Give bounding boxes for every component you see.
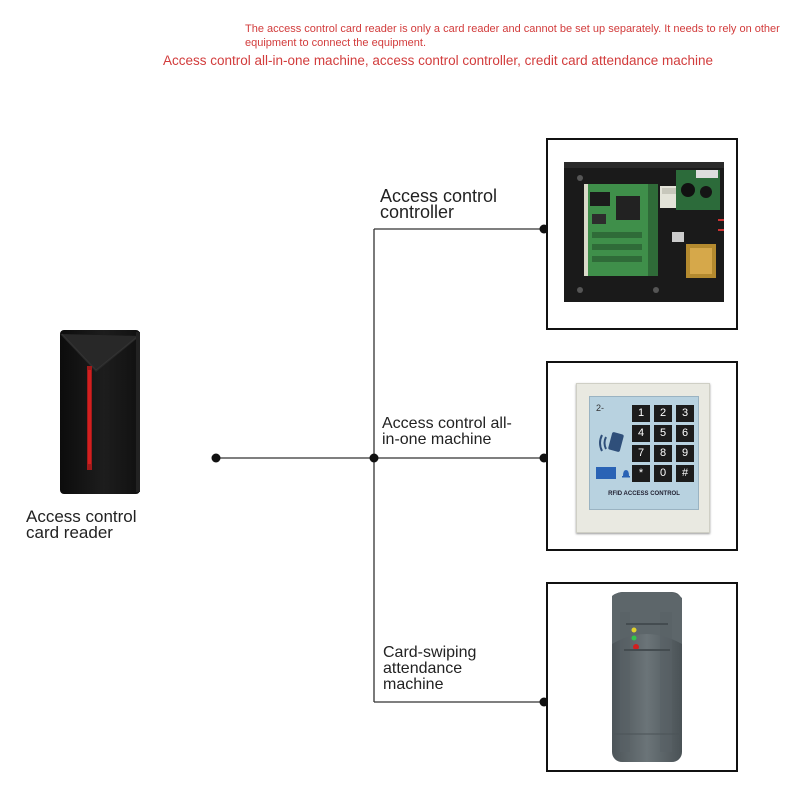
key-4[interactable]: 4	[632, 425, 650, 442]
header-note: The access control card reader is only a…	[245, 23, 780, 49]
key-8[interactable]: 8	[654, 445, 672, 462]
key-hash[interactable]: #	[676, 465, 694, 482]
all-in-one-label-line1: Access control all-	[382, 415, 512, 432]
key-0[interactable]: 0	[654, 465, 672, 482]
junction-node	[369, 453, 379, 463]
controller-label-line2: controller	[380, 202, 455, 222]
key-5[interactable]: 5	[654, 425, 672, 442]
controller-board-image	[564, 162, 724, 302]
controller-label-line1: Access control	[380, 186, 498, 206]
rfid-wave-icon	[599, 432, 624, 452]
all-in-one-label: Access control all- in-one machine	[382, 416, 512, 448]
keypad-brand-text: RFID ACCESS CONTROL	[608, 491, 680, 497]
key-star[interactable]: *	[632, 465, 650, 482]
controller-label: Access control controller	[380, 186, 498, 222]
source-node	[211, 453, 221, 463]
keypad-face: 2- 1 2 3 4 5 6 7 8 9 * 0	[589, 396, 699, 510]
keypad-grid: 1 2 3 4 5 6 7 8 9 * 0 #	[632, 405, 694, 485]
door-bell-icon	[622, 470, 630, 478]
attendance-label-line3: machine	[383, 676, 444, 693]
key-9[interactable]: 9	[676, 445, 694, 462]
all-in-one-panel: 2- 1 2 3 4 5 6 7 8 9 * 0	[546, 361, 738, 551]
header-devices-list: Access control all-in-one machine, acces…	[163, 53, 714, 68]
keypad-bezel: 2- 1 2 3 4 5 6 7 8 9 * 0	[576, 383, 710, 533]
source-label-line2: card reader	[26, 523, 113, 542]
card-reader-image	[60, 330, 140, 494]
controller-panel	[546, 138, 738, 330]
keypad-model-text: 2-	[596, 403, 605, 413]
key-1[interactable]: 1	[632, 405, 650, 422]
attendance-panel	[546, 582, 738, 772]
key-2[interactable]: 2	[654, 405, 672, 422]
source-label: Access control card reader	[26, 507, 137, 542]
all-in-one-label-line2: in-one machine	[382, 431, 492, 448]
attendance-label-line2: attendance	[383, 660, 463, 677]
source-label-line1: Access control	[26, 507, 137, 526]
attendance-label: Card-swiping attendance machine	[383, 645, 476, 693]
key-6[interactable]: 6	[676, 425, 694, 442]
attendance-label-line1: Card-swiping	[383, 644, 477, 661]
key-3[interactable]: 3	[676, 405, 694, 422]
attendance-reader-image	[612, 592, 682, 762]
key-7[interactable]: 7	[632, 445, 650, 462]
